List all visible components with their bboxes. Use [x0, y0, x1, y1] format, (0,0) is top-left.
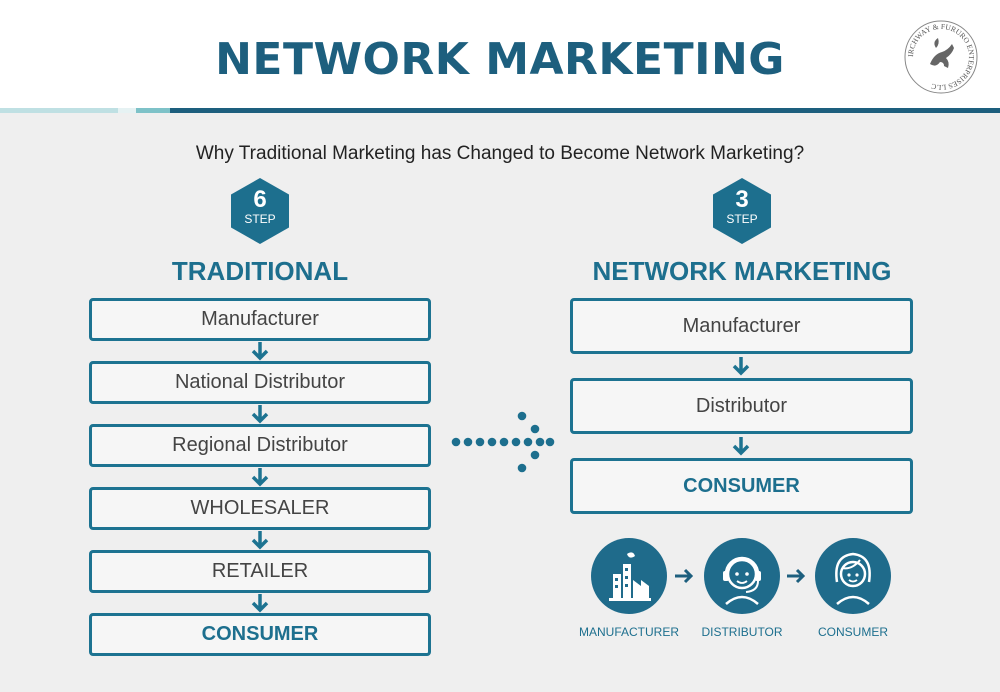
down-arrow-icon: [251, 405, 269, 424]
down-arrow-icon: [251, 468, 269, 487]
down-arrow-icon: [251, 594, 269, 613]
headset-person-icon: [704, 538, 780, 614]
traditional-step-box: Manufacturer: [89, 298, 431, 341]
traditional-step-hexagon: 6 STEP: [231, 178, 289, 244]
network-step-box: CONSUMER: [570, 458, 913, 514]
right-arrow-icon: [787, 568, 806, 584]
traditional-step-number: 6: [253, 186, 267, 213]
header-bar-light: [0, 108, 118, 113]
traditional-title: TRADITIONAL: [171, 256, 349, 286]
header-bar-gap: [118, 108, 136, 113]
header: [0, 0, 1000, 108]
down-arrow-icon: [732, 357, 750, 376]
traditional-step-label: STEP: [244, 212, 276, 226]
traditional-step-box: RETAILER: [89, 550, 431, 593]
traditional-step-box: National Distributor: [89, 361, 431, 404]
icon-label-distributor: DISTRIBUTOR: [701, 625, 783, 639]
company-logo: IRCHWAY & FURURO ENTERPRISES LLC: [904, 20, 978, 94]
factory-icon: [591, 538, 667, 614]
traditional-step-box: WHOLESALER: [89, 487, 431, 530]
woman-consumer-icon: [815, 538, 891, 614]
network-step-hexagon: 3 STEP: [713, 178, 771, 244]
subtitle: Why Traditional Marketing has Changed to…: [195, 143, 805, 164]
down-arrow-icon: [251, 531, 269, 550]
network-title: NETWORK MARKETING: [592, 256, 892, 286]
network-step-box: Distributor: [570, 378, 913, 434]
down-arrow-icon: [732, 437, 750, 456]
traditional-step-box: Regional Distributor: [89, 424, 431, 467]
header-bar-mid: [136, 108, 170, 113]
dotted-arrow-icon: [451, 411, 555, 473]
icon-label-consumer: CONSUMER: [817, 625, 888, 639]
network-step-label: STEP: [726, 212, 758, 226]
down-arrow-icon: [251, 342, 269, 361]
icon-label-manufacturer: MANUFACTURER: [578, 625, 679, 639]
traditional-step-box: CONSUMER: [89, 613, 431, 656]
header-bar-dark: [170, 108, 1000, 113]
page-title: NETWORK MARKETING: [215, 34, 785, 85]
right-arrow-icon: [675, 568, 694, 584]
network-step-box: Manufacturer: [570, 298, 913, 354]
network-step-number: 3: [735, 186, 749, 213]
